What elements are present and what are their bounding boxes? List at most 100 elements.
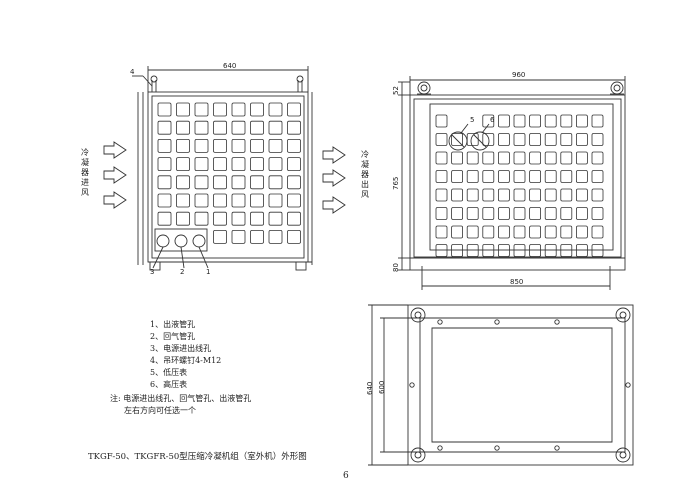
vent-slot <box>231 157 246 172</box>
intake-airflow-label: 冷凝器进风 <box>81 148 89 197</box>
vent-slot <box>513 225 526 239</box>
vent-slot <box>482 114 495 128</box>
vent-slot <box>482 225 495 239</box>
callout-1: 1 <box>206 268 211 276</box>
vent-slot <box>560 188 573 202</box>
vent-slot <box>451 170 464 183</box>
vent-slot <box>250 211 264 226</box>
vent-slot <box>544 225 557 239</box>
vent-slot <box>194 157 209 172</box>
vent-slot <box>176 138 190 153</box>
legend-note: 注: 电源进出线孔、回气管孔、出液管孔 <box>110 394 252 403</box>
vent-slot <box>268 193 283 208</box>
leader-2 <box>180 246 185 269</box>
bottom-view-outline <box>407 304 634 466</box>
gauge-leader <box>460 123 469 134</box>
legend-item-4: 4、吊环螺钉4-M12 <box>150 356 222 365</box>
gauge-label-high: 6 <box>490 116 495 124</box>
vent-slot <box>213 138 227 153</box>
vent-slot <box>576 170 588 183</box>
vent-slot <box>529 114 541 128</box>
base-width-dimension: 850 <box>510 278 524 286</box>
vent-slot <box>157 175 172 190</box>
vent-slot <box>576 151 588 165</box>
exhaust-arrow <box>322 146 346 164</box>
exhaust-airflow-label: 冷凝器出风 <box>361 150 369 199</box>
vent-slot <box>560 151 573 165</box>
vent-slot <box>513 188 526 202</box>
vent-slot <box>544 114 557 128</box>
vent-slot <box>268 211 283 226</box>
front-view-inner-panel <box>151 95 305 259</box>
gauge-needle <box>451 134 465 148</box>
vent-slot <box>529 151 541 165</box>
vent-slot <box>560 207 573 220</box>
vent-slot <box>591 188 604 202</box>
vent-slot <box>250 102 264 117</box>
bottom-inner-dimension: 600 <box>378 380 386 394</box>
corner-lug-bolt <box>414 451 422 459</box>
front-foot <box>295 261 307 271</box>
vent-slot <box>435 133 448 146</box>
vent-slot <box>287 138 301 153</box>
vent-slot <box>497 207 510 220</box>
bottom-view-inner-frame <box>431 327 613 443</box>
front-width-dimension: 640 <box>223 62 237 70</box>
mount-bolt <box>494 319 500 325</box>
legend-item-3: 3、电源进出线孔 <box>150 344 212 353</box>
vent-slot <box>250 175 264 190</box>
vent-slot <box>451 244 464 257</box>
vent-slot <box>576 244 588 257</box>
drawing-caption: TKGF-50、TKGFR-50型压缩冷凝机组（室外机）外形图 <box>88 452 307 462</box>
callout-4: 4 <box>130 68 135 76</box>
pipe-hole-3 <box>156 234 170 248</box>
vent-slot <box>451 188 464 202</box>
vent-slot <box>176 102 190 117</box>
corner-lug-bolt <box>414 311 422 319</box>
side-lug-eye <box>420 84 428 92</box>
vent-slot <box>435 114 448 128</box>
corner-lug <box>615 447 631 463</box>
vent-slot <box>513 114 526 128</box>
high-pressure-gauge <box>470 131 490 151</box>
vent-slot <box>435 188 448 202</box>
vent-slot <box>529 244 541 257</box>
vent-slot <box>576 225 588 239</box>
legend-item-6: 6、高压表 <box>150 380 188 389</box>
mount-bolt <box>494 445 500 451</box>
leader-1 <box>198 246 209 269</box>
vent-slot <box>231 193 246 208</box>
vent-slot <box>544 244 557 257</box>
lug-height-dimension: 52 <box>392 86 400 95</box>
vent-slot <box>435 207 448 220</box>
vent-slot <box>591 114 604 128</box>
exhaust-arrow <box>322 196 346 214</box>
vent-slot <box>231 120 246 135</box>
vent-slot <box>268 175 283 190</box>
vent-slot <box>497 170 510 183</box>
vent-slot <box>513 207 526 220</box>
lifting-lug-eye <box>296 75 304 83</box>
vent-slot <box>194 175 209 190</box>
vent-slot <box>529 133 541 146</box>
side-view-inner-panel <box>413 98 622 258</box>
vent-slot <box>194 211 209 226</box>
vent-slot <box>176 120 190 135</box>
vent-slot <box>482 244 495 257</box>
vent-slot <box>482 170 495 183</box>
vent-slot <box>287 102 301 117</box>
vent-slot <box>497 225 510 239</box>
vent-slot <box>268 229 283 244</box>
vent-slot <box>157 102 172 117</box>
legend-note-continued: 左右方向可任选一个 <box>124 406 196 415</box>
vent-slot <box>576 188 588 202</box>
bottom-view-outer-frame <box>419 317 626 453</box>
vent-slot <box>544 151 557 165</box>
side-width-dimension: 960 <box>512 71 526 79</box>
pipe-hole-2 <box>174 234 188 248</box>
bottom-outer-dimension: 640 <box>366 381 374 395</box>
vent-slot <box>529 207 541 220</box>
vent-slot <box>497 151 510 165</box>
base-height-dimension: 80 <box>392 263 400 272</box>
intake-arrow <box>103 141 127 159</box>
